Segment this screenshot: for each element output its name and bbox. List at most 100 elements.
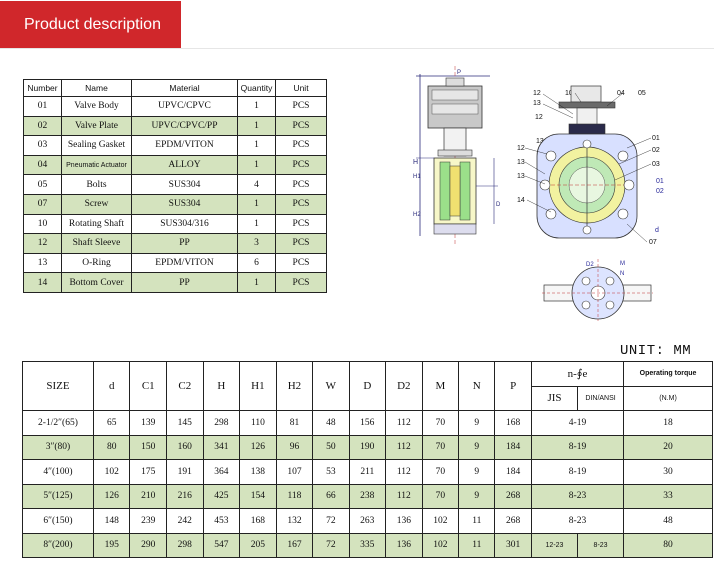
section-title: Product description xyxy=(0,1,181,48)
dimension-cell-d: 156 xyxy=(348,410,387,436)
dimension-cell-n: 11 xyxy=(458,532,496,558)
label-h1: H1 xyxy=(413,174,421,180)
material-cell-unit: PCS xyxy=(275,115,327,137)
material-cell-quantity: 1 xyxy=(237,193,276,215)
dimension-cell-c2: 160 xyxy=(166,434,204,460)
dimension-cell-c1: 239 xyxy=(129,508,168,534)
dimension-cell-torque: 18 xyxy=(623,410,713,436)
dimension-cell-nfe: 4-19 xyxy=(530,410,625,436)
part-label: 05 xyxy=(638,90,646,97)
dimension-cell-p: 268 xyxy=(494,508,532,534)
material-cell-name: Rotating Shaft xyxy=(61,213,132,235)
dimension-cell-n: 11 xyxy=(458,508,496,534)
part-label: 14 xyxy=(517,197,525,204)
column-header: N xyxy=(458,361,496,411)
part-label: d xyxy=(655,227,659,234)
material-cell-quantity: 1 xyxy=(237,154,276,176)
dimension-table: SIZE d C1 C2 H H1 H2 W D D2 M N P n-∮e O… xyxy=(22,361,713,558)
material-cell-quantity: 6 xyxy=(237,252,276,274)
column-header: Quantity xyxy=(237,79,276,97)
dimension-cell-nfe-jis: 12-23 xyxy=(530,532,579,558)
part-label: 04 xyxy=(617,90,625,97)
part-label: 10 xyxy=(565,90,573,97)
dimension-cell-h: 298 xyxy=(202,410,241,436)
dimension-cell-p: 184 xyxy=(494,434,532,460)
column-header: DIN/ANSI xyxy=(577,385,625,411)
dimension-cell-w: 66 xyxy=(312,483,350,509)
dimension-cell-m: 70 xyxy=(421,410,460,436)
dimension-cell-nfe-din: 8-23 xyxy=(577,532,625,558)
dimension-cell-h: 364 xyxy=(202,459,241,485)
material-cell-number: 04 xyxy=(23,154,62,176)
side-section-drawing: H H1 H2 D P xyxy=(413,66,501,244)
dimension-cell-torque: 80 xyxy=(623,532,713,558)
dimension-cell-m: 102 xyxy=(421,508,460,534)
column-header: C1 xyxy=(129,361,168,411)
dimension-cell-n: 9 xyxy=(458,434,496,460)
material-cell-number: 02 xyxy=(23,115,62,137)
dimension-cell-w: 72 xyxy=(312,532,350,558)
dimension-cell-d: 65 xyxy=(92,410,131,436)
dimension-cell-d: 195 xyxy=(92,532,131,558)
dimension-cell-size: 5″(125) xyxy=(22,483,94,509)
material-cell-number: 10 xyxy=(23,213,62,235)
part-label: 01 xyxy=(652,135,660,142)
part-label: 13 xyxy=(533,100,541,107)
part-label: 07 xyxy=(649,239,657,246)
dimension-cell-h2: 96 xyxy=(275,434,314,460)
column-header: H1 xyxy=(239,361,277,411)
material-cell-quantity: 1 xyxy=(237,213,276,235)
column-header: Unit xyxy=(275,79,327,97)
material-cell-quantity: 1 xyxy=(237,115,276,137)
dimension-cell-c1: 139 xyxy=(129,410,168,436)
dimension-cell-m: 70 xyxy=(421,459,460,485)
dimension-cell-h: 453 xyxy=(202,508,241,534)
material-cell-unit: PCS xyxy=(275,272,327,293)
dimension-cell-nfe: 8-19 xyxy=(530,434,625,460)
column-header: n-∮e xyxy=(530,361,625,387)
material-cell-unit: PCS xyxy=(275,213,327,235)
column-header: SIZE xyxy=(22,361,94,411)
label-d: D xyxy=(496,202,501,208)
column-header: D2 xyxy=(385,361,423,411)
column-header: JIS xyxy=(530,385,579,411)
material-cell-unit: PCS xyxy=(275,174,327,195)
material-cell-material: PP xyxy=(131,272,238,293)
dimension-cell-h1: 126 xyxy=(239,434,277,460)
part-label: 13 xyxy=(536,138,544,145)
dimension-cell-d2: 112 xyxy=(385,434,423,460)
dimension-cell-torque: 20 xyxy=(623,434,713,460)
material-cell-material: EPDM/VITON xyxy=(131,252,238,274)
material-cell-name: Sealing Gasket xyxy=(61,135,132,156)
material-cell-name: Valve Plate xyxy=(61,115,132,137)
column-header: H xyxy=(202,361,241,411)
dimension-cell-c2: 145 xyxy=(166,410,204,436)
unit-label: UNIT: MM xyxy=(620,343,692,359)
dimension-cell-nfe: 8-23 xyxy=(530,483,625,509)
part-label: 02 xyxy=(652,147,660,154)
material-cell-number: 07 xyxy=(23,193,62,215)
label-d2: D2 xyxy=(586,262,594,268)
dimension-cell-size: 6″(150) xyxy=(22,508,94,534)
dimension-cell-h1: 154 xyxy=(239,483,277,509)
label-n: N xyxy=(620,271,624,277)
label-h2: H2 xyxy=(413,212,421,218)
dimension-cell-n: 9 xyxy=(458,410,496,436)
dimension-cell-h: 341 xyxy=(202,434,241,460)
dimension-cell-c2: 216 xyxy=(166,483,204,509)
dimension-cell-h2: 167 xyxy=(275,532,314,558)
column-header: Operating torque xyxy=(623,361,713,387)
dimension-cell-h1: 110 xyxy=(239,410,277,436)
dimension-cell-p: 184 xyxy=(494,459,532,485)
dimension-cell-size: 4″(100) xyxy=(22,459,94,485)
material-cell-material: SUS304/316 xyxy=(131,213,238,235)
dimension-cell-c2: 298 xyxy=(166,532,204,558)
label-h: H xyxy=(413,159,418,166)
